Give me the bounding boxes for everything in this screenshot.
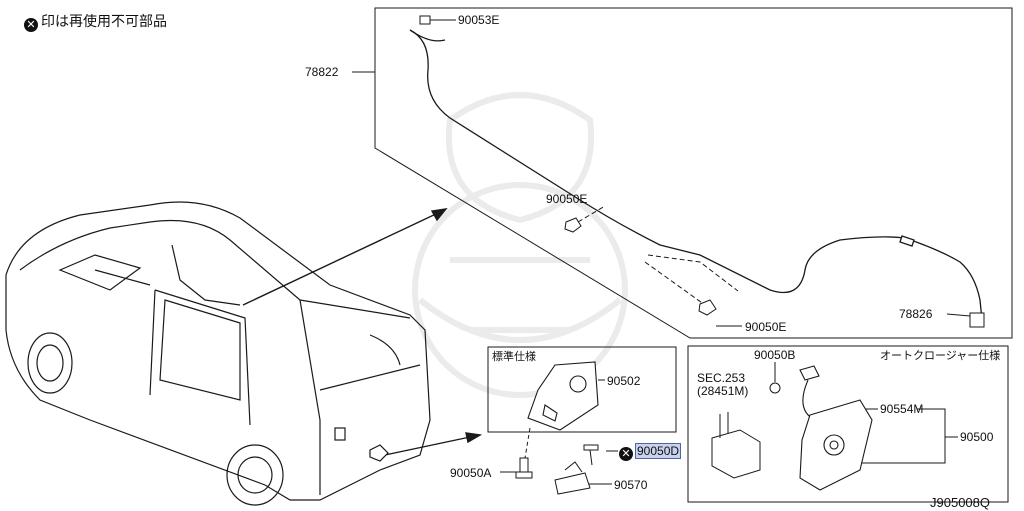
section-ref-label[interactable]: SEC.253 xyxy=(697,371,746,385)
auto-closure-box xyxy=(687,345,1009,503)
harness-panel-outline xyxy=(374,7,1013,339)
part-label-78826[interactable]: 78826 xyxy=(899,307,933,321)
part-label-90570[interactable]: 90570 xyxy=(614,478,648,492)
part-label-90050A[interactable]: 90050A xyxy=(450,466,492,480)
part-label-78822[interactable]: 78822 xyxy=(305,65,339,79)
legend-text: 印は再使用不可部品 xyxy=(41,13,167,29)
auto-closure-title: オートクロージャー仕様 xyxy=(880,350,1001,362)
section-ref-part-label[interactable]: (28451M) xyxy=(697,384,749,398)
clip-90050E-upper xyxy=(564,217,582,233)
part-label-90053E[interactable]: 90053E xyxy=(458,13,500,27)
clip-90050E-lower xyxy=(698,299,717,316)
control-unit xyxy=(711,412,761,479)
dashed-leaders xyxy=(577,205,739,306)
part-label-90500[interactable]: 90500 xyxy=(960,430,994,444)
standard-spec-title: 標準仕様 xyxy=(492,351,536,363)
bolt-90050A xyxy=(515,427,533,479)
watermark-emblem xyxy=(412,92,628,398)
standard-spec-box xyxy=(487,346,677,433)
latch-90502 xyxy=(527,361,599,431)
vehicle-outline xyxy=(5,201,431,506)
clip-90053E xyxy=(419,15,431,25)
part-label-90554M[interactable]: 90554M xyxy=(880,402,924,416)
striker-90570 xyxy=(554,461,591,495)
pointer-arrows xyxy=(242,208,483,456)
harness-wire xyxy=(409,29,983,321)
non-reusable-mark-icon: ✕ xyxy=(619,447,633,461)
part-label-90050D[interactable]: ✕90050D xyxy=(619,443,682,461)
part-label-90050E-lower[interactable]: 90050E xyxy=(745,320,787,334)
part-label-90502[interactable]: 90502 xyxy=(607,374,641,388)
closure-motor xyxy=(799,365,873,491)
part-label-90050E-upper[interactable]: 90050E xyxy=(546,192,588,206)
part-number-highlight: 90050D xyxy=(634,443,682,459)
clip-90050B xyxy=(769,382,781,394)
label-leaders xyxy=(352,19,971,485)
screw-90050D xyxy=(583,444,599,466)
diagram-id: J905008Q xyxy=(930,495,990,510)
non-reusable-mark-icon: ✕ xyxy=(24,18,38,32)
part-label-90050B[interactable]: 90050B xyxy=(754,348,796,362)
connector-78826 xyxy=(969,312,985,328)
reuse-legend: ✕印は再使用不可部品 xyxy=(24,12,167,32)
